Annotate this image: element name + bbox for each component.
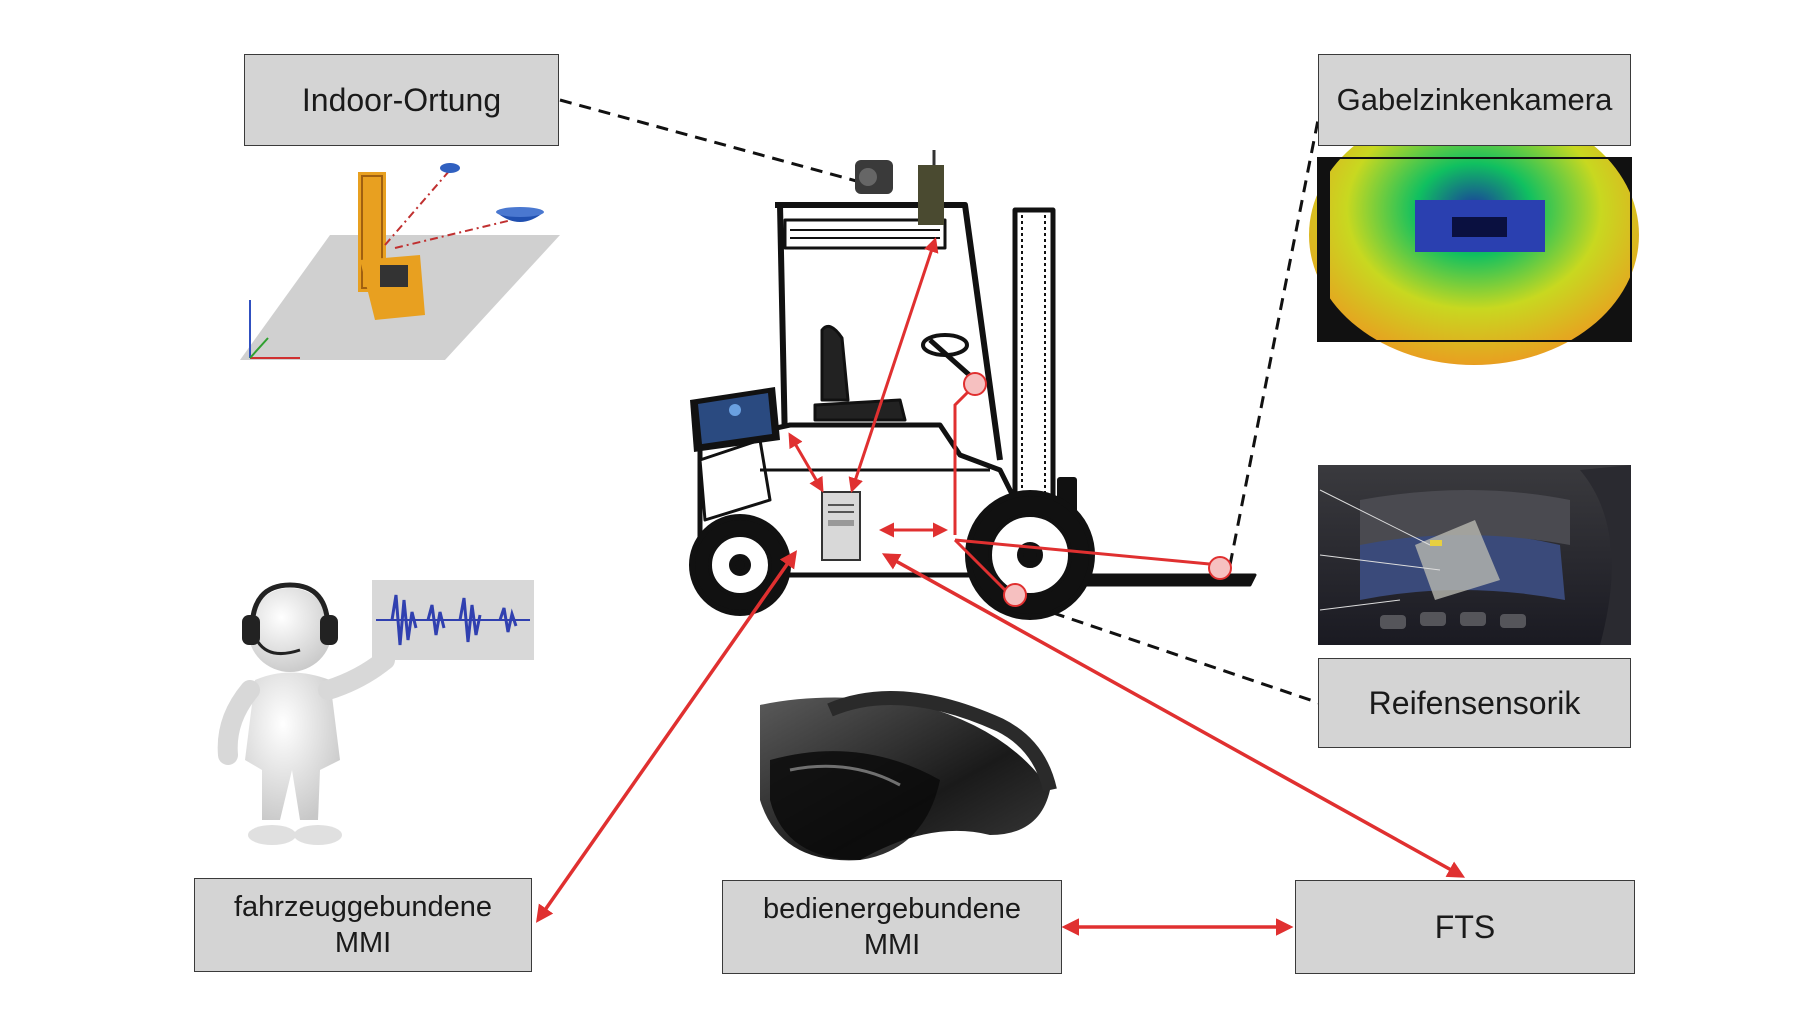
indoor-localization-image (240, 163, 560, 360)
communication-arrows (535, 550, 1466, 936)
tablet-icon (690, 387, 780, 452)
ar-headset-icon (760, 691, 1057, 861)
box-fts: FTS (1295, 880, 1635, 974)
roof-sensors (855, 150, 944, 225)
label-bedienergebundene-line2: MMI (863, 929, 921, 961)
label-reifensensorik: Reifensensorik (1368, 685, 1581, 721)
sensor-dot-fork (1208, 556, 1232, 580)
arrow-mmi-vehicle (535, 550, 798, 923)
box-bedienergebundene-mmi: bedienergebundene MMI (722, 880, 1062, 974)
label-bedienergebundene-line1: bedienergebundene (762, 892, 1022, 925)
audio-waveform-icon (372, 580, 534, 660)
label-indoor-ortung: Indoor-Ortung (301, 82, 502, 118)
tire-sensor-image (1318, 465, 1631, 645)
sensor-dot-tire (1003, 583, 1027, 607)
dashed-link-gabelzinkenkamera (1228, 97, 1330, 566)
label-fahrzeuggebundene-line1: fahrzeuggebundene (233, 890, 492, 923)
depth-camera-image (1309, 105, 1639, 365)
arrow-fts-vehicle (881, 553, 1466, 878)
sensor-dot-steering (963, 372, 987, 396)
box-indoor-ortung: Indoor-Ortung (244, 54, 559, 146)
dashed-link-indoor-ortung (559, 98, 861, 184)
label-fahrzeuggebundene-line2: MMI (334, 927, 392, 959)
pc-tower-icon (821, 491, 861, 561)
label-gabelzinkenkamera: Gabelzinkenkamera (1336, 81, 1613, 117)
box-fahrzeuggebundene-mmi: fahrzeuggebundene MMI (194, 878, 532, 972)
box-reifensensorik: Reifensensorik (1318, 658, 1631, 748)
label-fts: FTS (1434, 909, 1496, 945)
person-with-headset-icon (217, 582, 395, 845)
box-gabelzinkenkamera: Gabelzinkenkamera (1318, 54, 1631, 146)
